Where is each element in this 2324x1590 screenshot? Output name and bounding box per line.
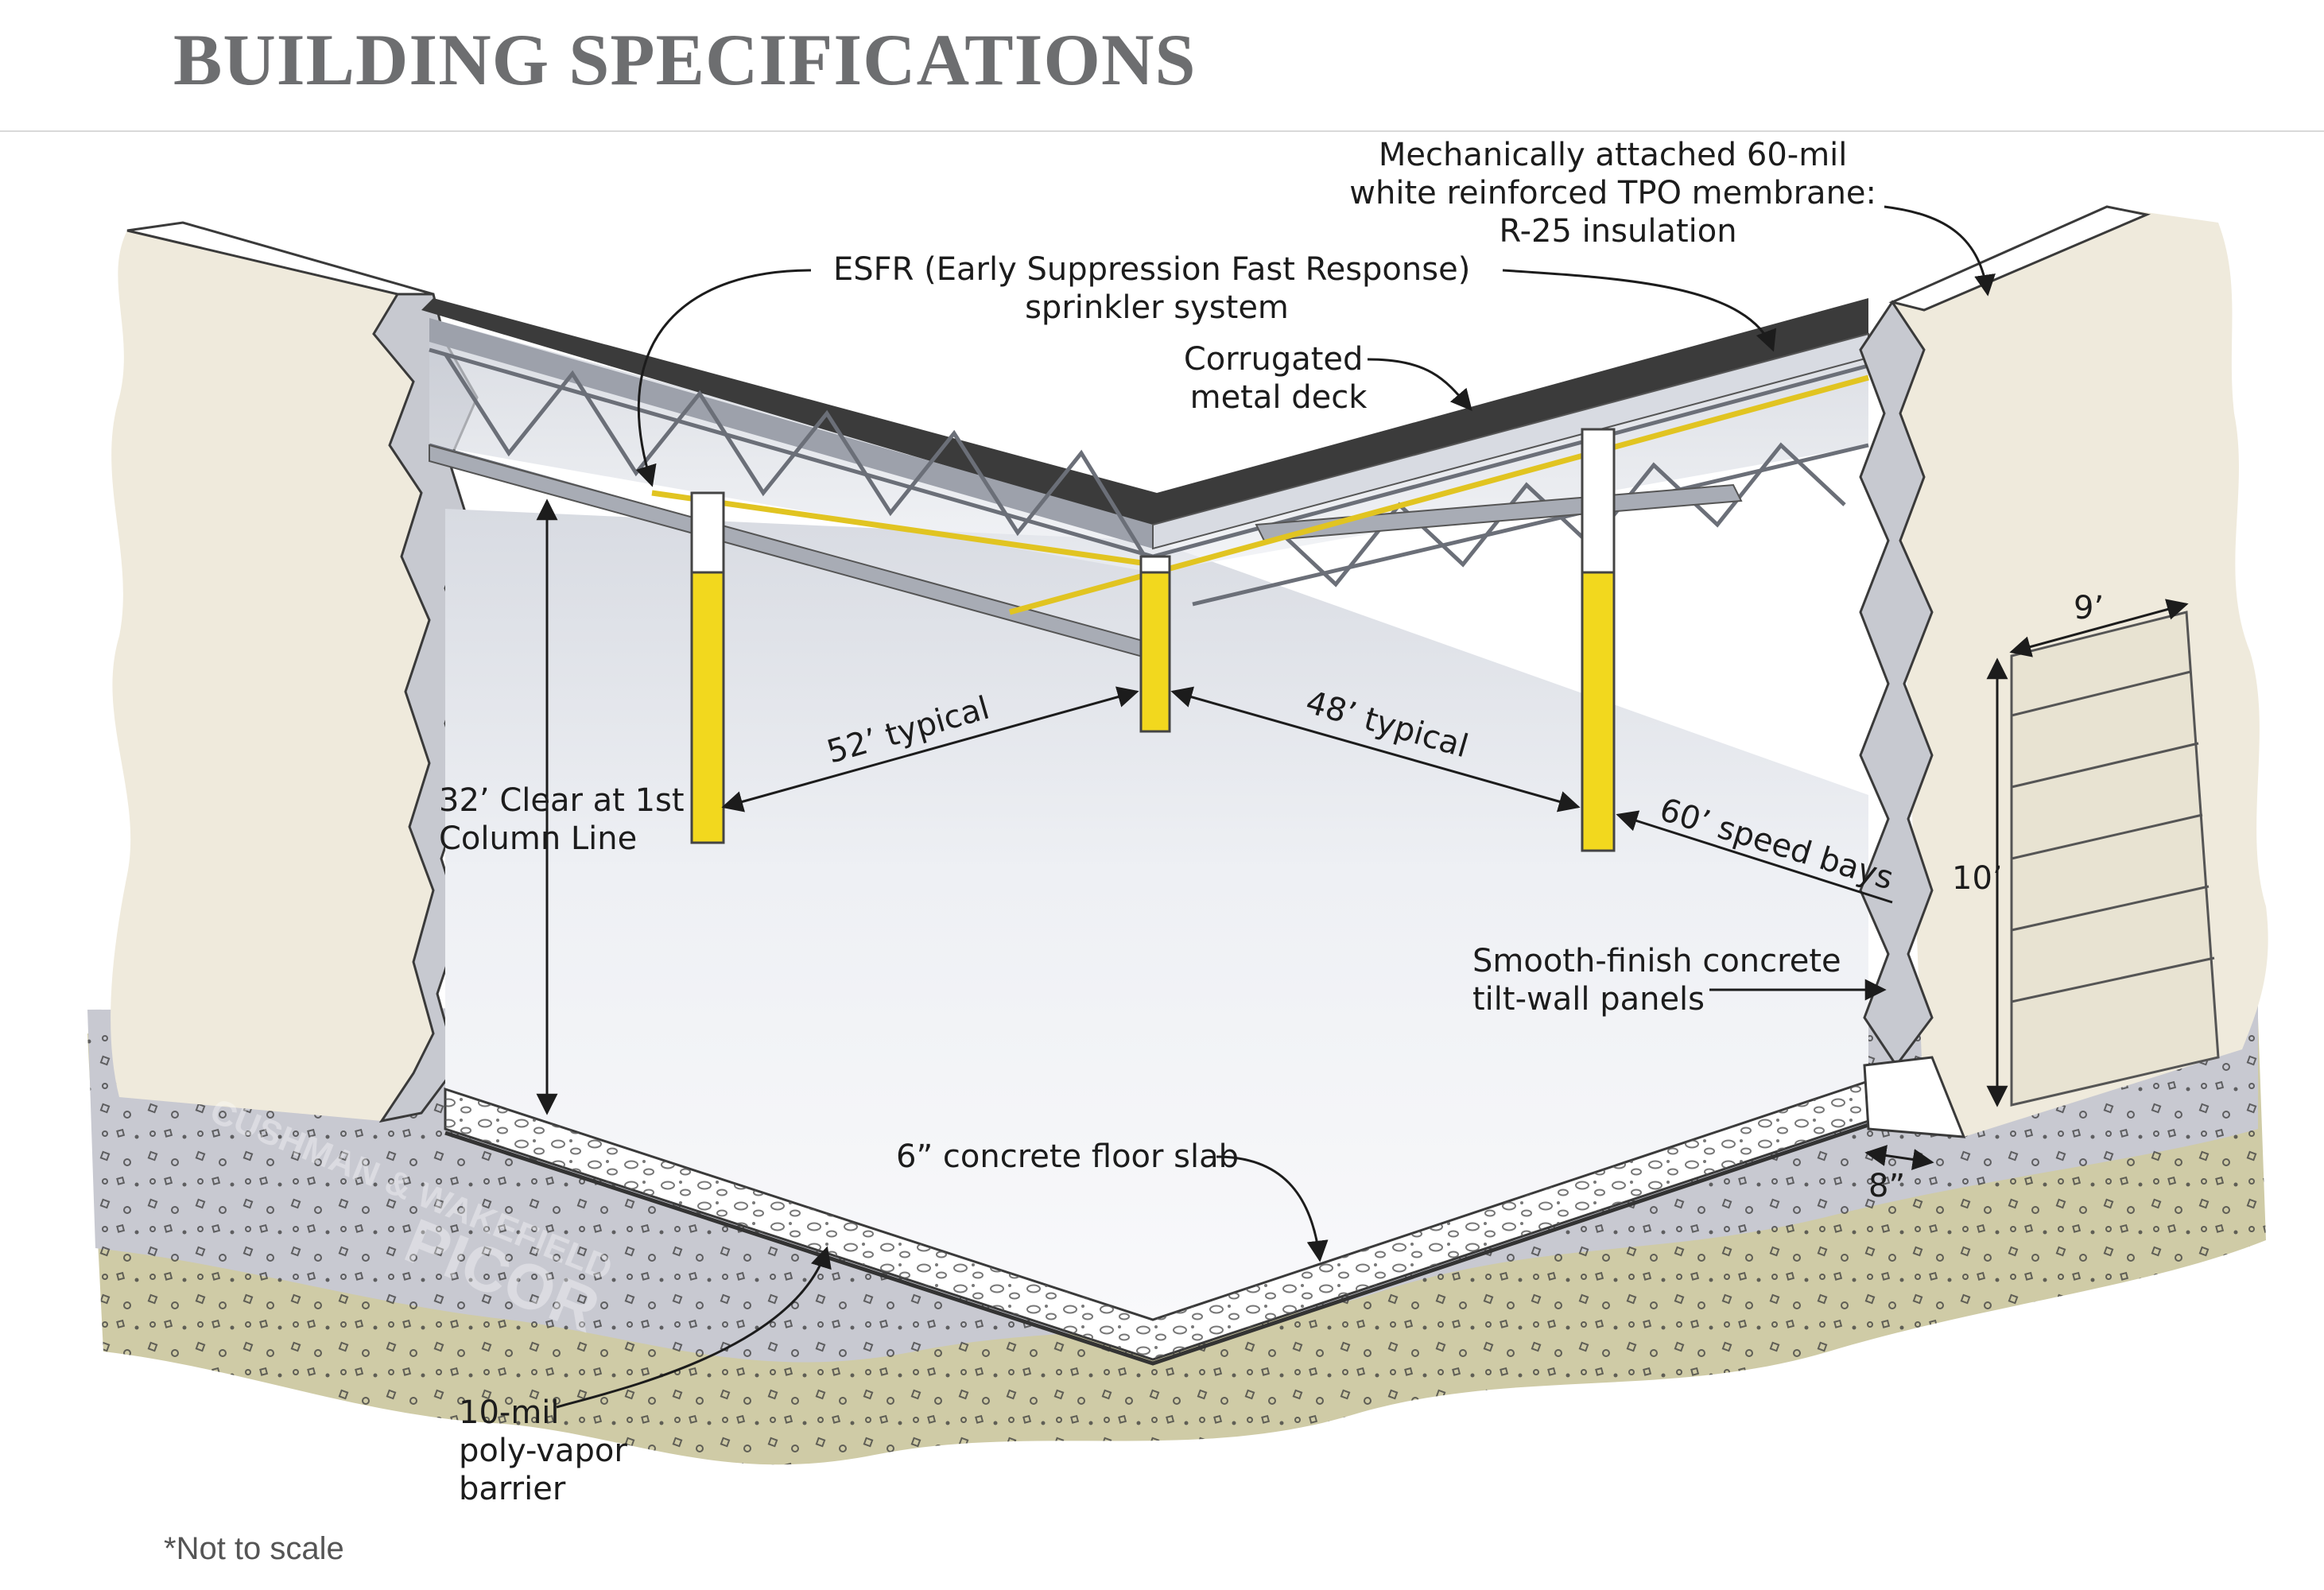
wall-thickness-dimension (1864, 1145, 1934, 1170)
left-tilt-wall (111, 223, 433, 1121)
door-height-label: 10’ (1952, 860, 2003, 897)
right-wall-top (1888, 205, 2151, 312)
column-left (690, 491, 725, 844)
girder-beam-right (1255, 483, 1743, 542)
bay-left-dimension (721, 686, 1139, 812)
leader-roof-membrane (1884, 205, 1996, 297)
wall-thickness-label: 8” (1868, 1168, 1905, 1204)
floor-slab-label: 6” concrete floor slab (896, 1138, 1239, 1175)
roof-deck-right (1157, 298, 1868, 529)
sprinkler-label: ESFR (Early Suppression Fast Response) s… (833, 251, 1480, 326)
roof-deck-underside (429, 318, 1153, 549)
right-wall-footing (1863, 1056, 1966, 1138)
not-to-scale-note: *Not to scale (164, 1531, 344, 1566)
clear-height-label: 32’ Clear at 1st Column Line (439, 782, 694, 857)
leader-sprinkler-right (1502, 269, 1777, 352)
header-bar: BUILDING SPECIFICATIONS (0, 0, 2324, 132)
door-width-dimension (2009, 599, 2189, 657)
column-center (1139, 555, 1171, 733)
bay-right-dimension (1170, 686, 1581, 812)
roof-membrane-label: Mechanically attached 60-mil white reinf… (1349, 137, 1886, 250)
column-right (1581, 428, 1616, 852)
tilt-wall-label: Smooth-finish concrete tilt-wall panels (1472, 943, 1851, 1018)
sprinkler-pipe-left (651, 490, 1154, 568)
vapor-barrier-label: 10-mil poly-vapor barrier (459, 1394, 638, 1507)
roof-deck-left (421, 298, 1157, 525)
leader-deck (1367, 358, 1472, 412)
leader-sprinkler-left (635, 269, 812, 487)
deck-label: Corrugated metal deck (1184, 341, 1373, 416)
leader-floor-slab (1216, 1155, 1329, 1262)
slab-texture (445, 1081, 1868, 1359)
door-width-label: 9’ (2074, 590, 2104, 626)
vapor-barrier-line (444, 1123, 1869, 1366)
leader-vapor-barrier (556, 1246, 832, 1409)
speed-bay-dimension (1616, 810, 1893, 904)
overhead-dock-door (2010, 611, 2220, 1107)
page-title: BUILDING SPECIFICATIONS (173, 19, 1197, 100)
left-wall-top (126, 221, 434, 296)
